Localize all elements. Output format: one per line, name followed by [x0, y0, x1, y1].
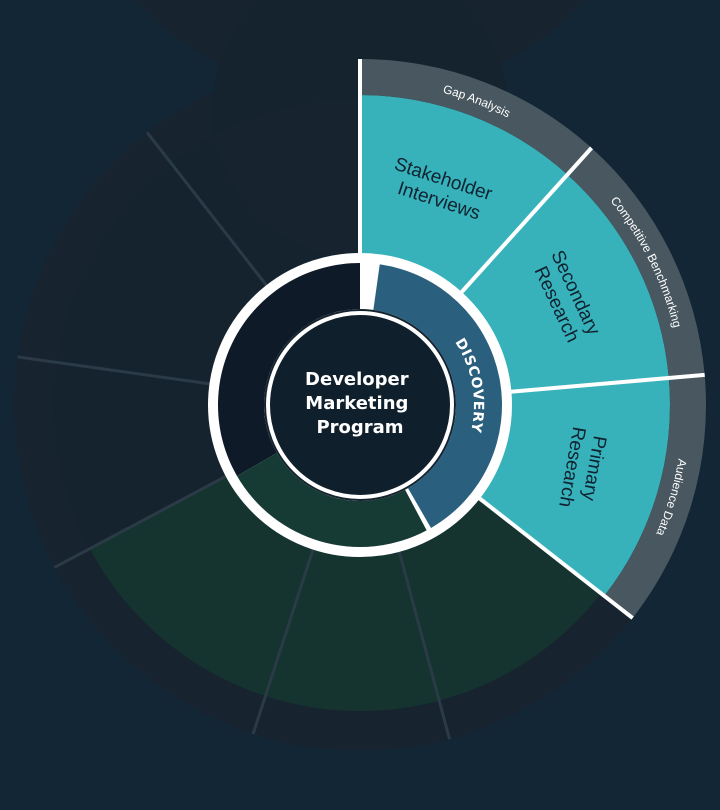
- outer-band-competitive-benchmarking[interactable]: [567, 147, 705, 378]
- dim-divider-line: [251, 545, 316, 735]
- outer-band-gap-analysis[interactable]: [360, 59, 592, 175]
- dim-divider-line: [17, 355, 214, 386]
- segment-divider-line: [507, 372, 705, 395]
- dim-divider-line: [396, 547, 452, 740]
- segment-stakeholder-interviews[interactable]: [360, 95, 568, 296]
- segment-secondary-research[interactable]: [459, 174, 669, 393]
- segment-divider-line: [475, 494, 634, 620]
- cycle-arrow-green: [237, 453, 427, 547]
- green-region: [89, 474, 602, 712]
- dim-divider-line: [145, 131, 271, 290]
- cycle-arrow-dark: [218, 263, 360, 476]
- cycle-arrow-discovery[interactable]: [373, 264, 502, 528]
- discovery-segments: [360, 59, 706, 619]
- outer-band-audience-data[interactable]: [604, 374, 706, 619]
- segment-divider-line: [457, 146, 594, 297]
- segment-primary-research[interactable]: [476, 377, 670, 596]
- dim-divider-line: [53, 473, 231, 569]
- discovery-dividers: [358, 59, 705, 620]
- hub-circle: [266, 311, 454, 499]
- hub-title: Developer Marketing Program: [305, 369, 415, 438]
